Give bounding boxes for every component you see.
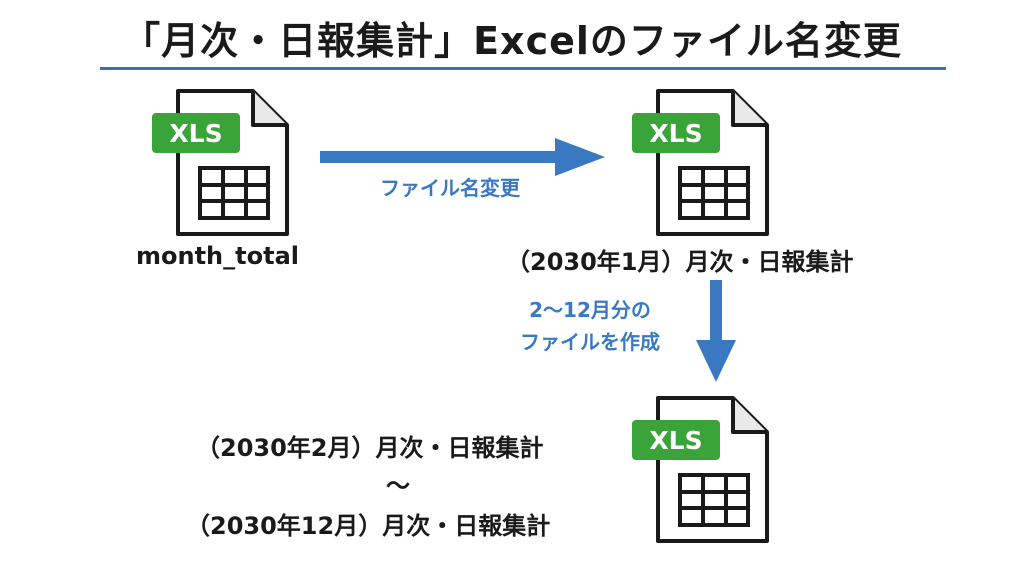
xls-badge: XLS: [649, 119, 702, 148]
copied-file-last-name: （2030年12月）月次・日報集計: [186, 512, 551, 540]
copy-arrow: [696, 280, 736, 382]
xls-file-icon-source: XLS: [150, 88, 300, 238]
title-underline: [100, 67, 946, 70]
xls-file-icon-copies: XLS: [630, 395, 780, 545]
rename-arrow-label: ファイル名変更: [380, 176, 520, 200]
renamed-file-name: （2030年1月）月次・日報集計: [506, 248, 854, 276]
xls-file-icon-renamed: XLS: [630, 88, 780, 238]
copy-arrow-label-line1: 2〜12月分の: [529, 298, 651, 322]
copied-file-first-name: （2030年2月）月次・日報集計: [196, 434, 544, 462]
rename-arrow: [320, 138, 605, 176]
copied-file-range-mark: 〜: [386, 472, 410, 500]
xls-badge: XLS: [649, 426, 702, 455]
source-file-name: month_total: [136, 242, 299, 270]
page-title: 「月次・日報集計」Excelのファイル名変更: [122, 19, 902, 63]
xls-badge: XLS: [169, 119, 222, 148]
copy-arrow-label-line2: ファイルを作成: [520, 330, 660, 354]
